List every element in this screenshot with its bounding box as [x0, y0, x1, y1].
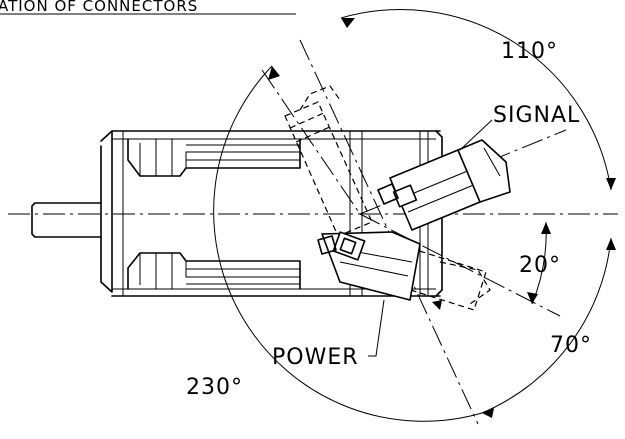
power-label: POWER — [272, 345, 359, 370]
arc-70 — [481, 237, 612, 414]
angle-20-label: 20° — [519, 253, 561, 278]
lower-fins — [127, 252, 301, 290]
upper-axis-line — [261, 69, 361, 215]
twenty-deg-line — [359, 213, 561, 317]
signal-label: SIGNAL — [493, 103, 580, 128]
signal-leader — [459, 119, 493, 151]
motor-shaft — [31, 202, 102, 238]
hidden-connector-upper — [284, 85, 373, 237]
signal-connector — [377, 139, 511, 231]
angle-110-label: 110° — [501, 39, 558, 64]
angle-70-label: 70° — [550, 333, 592, 358]
power-connector — [317, 231, 442, 310]
drawing-title: ATION OF CONNECTORS — [0, 0, 198, 15]
dimension-arrows — [268, 18, 616, 418]
arc-230 — [213, 65, 483, 422]
upper-fins — [127, 138, 301, 177]
angle-230-label: 230° — [186, 375, 243, 400]
arc-110 — [340, 9, 612, 191]
power-leader — [368, 299, 385, 357]
